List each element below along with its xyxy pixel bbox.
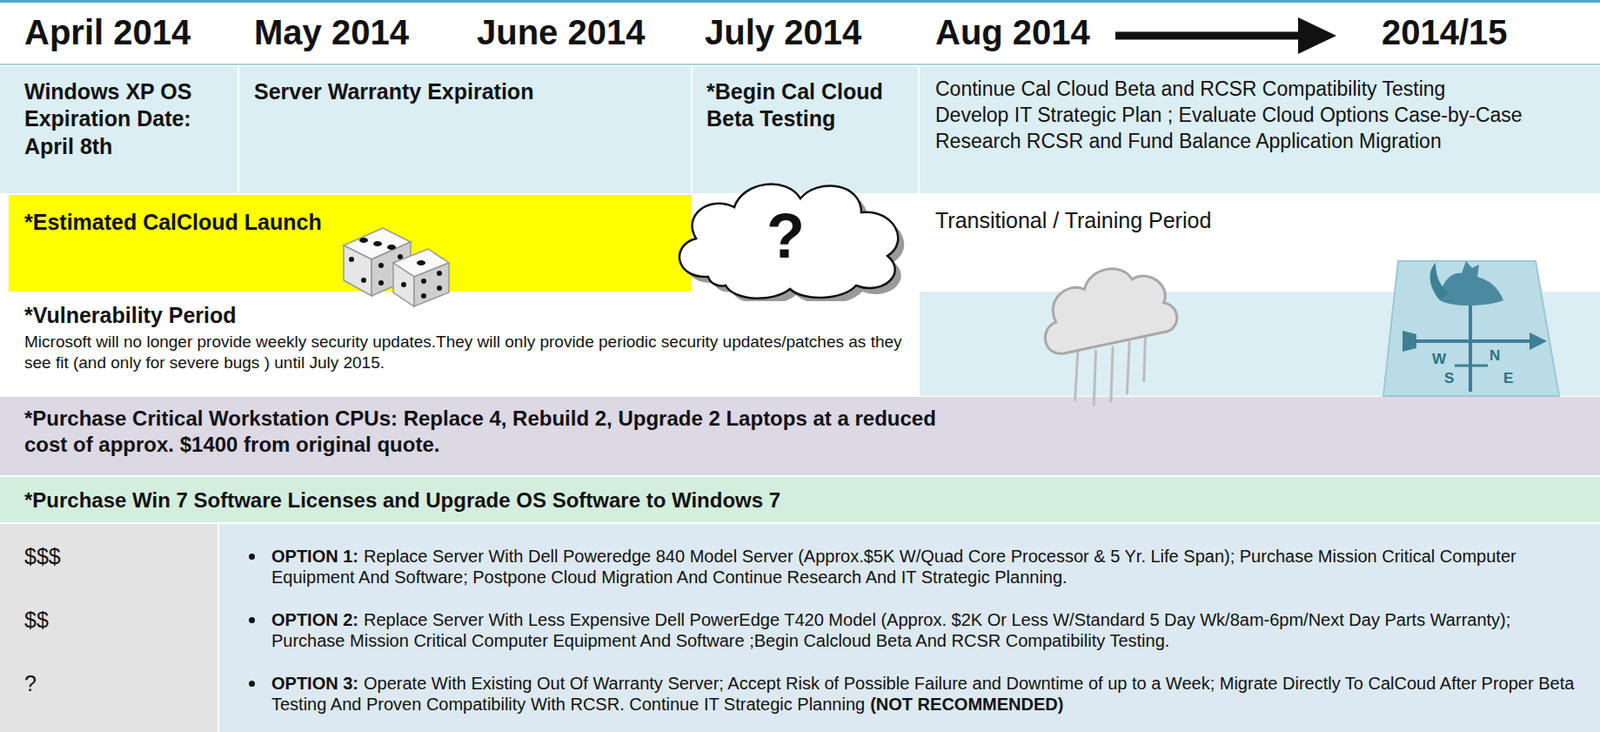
month-header: May 2014	[254, 10, 409, 54]
software-band: *Purchase Win 7 Software Licenses and Up…	[0, 476, 1600, 523]
compass-letter: E	[1503, 368, 1513, 388]
milestone-cell: Server Warranty Expiration	[239, 66, 691, 194]
option-keyword: OPTION 1:	[271, 546, 359, 566]
cost-marker: ?	[24, 670, 37, 697]
cost-column: $$$$$?	[0, 523, 218, 732]
launch-band-text: *Estimated CalCloud Launch	[24, 208, 692, 236]
period-header: 2014/15	[1381, 10, 1508, 54]
weather-vane-icon	[1383, 261, 1560, 396]
milestone-cell-text: Server Warranty Expiration	[254, 78, 683, 106]
period-note: Transitional / Training Period	[935, 207, 1212, 235]
month-header: Aug 2014	[935, 10, 1091, 54]
rain-cloud-icon	[1033, 256, 1192, 412]
top-rule	[0, 0, 1600, 3]
bullet-dot	[248, 553, 255, 560]
month-header: June 2014	[476, 10, 645, 54]
cloud-shape	[679, 184, 898, 299]
option-item: OPTION 2:Replace Server With Less Expens…	[271, 609, 1580, 651]
question-cloud: ?	[662, 170, 921, 302]
section-note: Microsoft will no longer provide weekly …	[24, 331, 904, 374]
option-keyword: OPTION 2:	[271, 609, 359, 630]
option-body: Replace Server With Dell Poweredge 840 M…	[271, 546, 1517, 587]
cost-marker: $$	[24, 607, 49, 633]
option-text: OPTION 3:Operate With Existing Out Of Wa…	[271, 672, 1580, 715]
option-text: OPTION 1:Replace Server With Dell Powere…	[271, 545, 1580, 588]
weather-band	[919, 291, 1600, 396]
dice-icon	[343, 227, 449, 307]
plan-cell-text: Develop IT Strategic Plan ; Evaluate Clo…	[935, 102, 1592, 129]
option-keyword: OPTION 3:	[271, 673, 359, 693]
milestone-cell-text: *Begin Cal Cloud Beta Testing	[706, 78, 911, 134]
header-rule	[0, 63, 1600, 66]
purchase-band-text: *Purchase Critical Workstation CPUs: Rep…	[24, 405, 965, 458]
software-band-text: *Purchase Win 7 Software Licenses and Up…	[24, 487, 1600, 514]
bullet-dot	[248, 680, 255, 687]
plan-cell-text: Continue Cal Cloud Beta and RCSR Compati…	[935, 76, 1592, 103]
cost-marker: $$$	[24, 543, 61, 570]
section-heading: *Vulnerability Period	[24, 301, 237, 329]
launch-band: *Estimated CalCloud Launch	[8, 194, 692, 292]
option-item: OPTION 3:Operate With Existing Out Of Wa…	[271, 672, 1580, 715]
month-header: July 2014	[704, 10, 862, 54]
plan-cell: Continue Cal Cloud Beta and RCSR Compati…	[919, 66, 1600, 194]
option-keyword: (NOT RECOMMENDED)	[870, 694, 1064, 714]
bullet-dot	[248, 616, 255, 623]
compass-letter: W	[1432, 349, 1447, 369]
compass-letter: N	[1489, 346, 1500, 365]
purchase-band: *Purchase Critical Workstation CPUs: Rep…	[0, 396, 1600, 476]
milestone-cell: Windows XP OS Expiration Date: April 8th	[0, 66, 238, 194]
plan-cell-text: Research RCSR and Fund Balance Applicati…	[935, 128, 1592, 155]
compass-letter: S	[1444, 368, 1454, 388]
question-mark: ?	[766, 200, 805, 272]
month-header: April 2014	[24, 10, 191, 54]
option-text: OPTION 2:Replace Server With Less Expens…	[271, 609, 1580, 651]
option-body: Replace Server With Less Expensive Dell …	[271, 609, 1511, 650]
options-panel: OPTION 1:Replace Server With Dell Powere…	[219, 523, 1600, 732]
milestone-cell-text: Windows XP OS Expiration Date: April 8th	[24, 78, 229, 161]
option-item: OPTION 1:Replace Server With Dell Powere…	[271, 545, 1580, 588]
milestone-cell: *Begin Cal Cloud Beta Testing	[692, 66, 918, 194]
timeline-arrow	[1115, 17, 1337, 54]
